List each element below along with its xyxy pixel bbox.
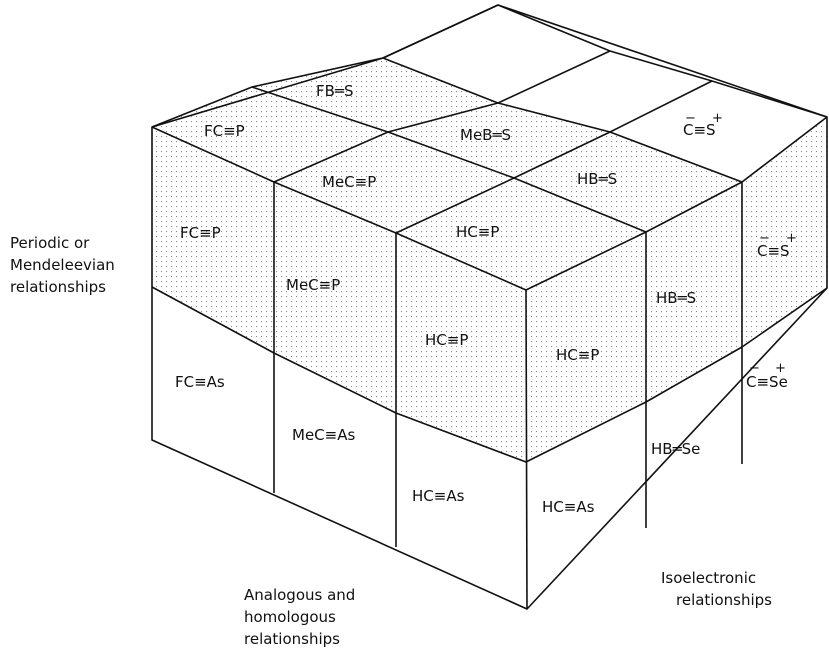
- top-cell-fc-p: FC≡P: [204, 122, 245, 140]
- right-upper-hb-s: HB═S: [656, 289, 696, 307]
- right-upper-c-s: C≡S: [757, 242, 790, 260]
- top-cell-c-s: C≡S: [683, 121, 716, 139]
- left-upper-fc-p: FC≡P: [180, 224, 221, 242]
- top-grid-line: [251, 86, 647, 233]
- charge-plus: +: [712, 111, 723, 126]
- layer-divider: [151, 286, 828, 463]
- charge-plus: +: [786, 231, 797, 246]
- top-face-labels: FB═S FC≡P MeB═S C≡S MeC≡P HB═S HC≡P − +: [204, 82, 723, 241]
- left-upper-hc-p: HC≡P: [425, 331, 468, 349]
- left-upper-mec-p: MeC≡P: [286, 276, 340, 294]
- periodic-relationships-label: Periodic or Mendeleevian relationships: [10, 234, 115, 296]
- analogous-line-3: relationships: [244, 630, 340, 648]
- cube-edges: [151, 4, 828, 610]
- analogous-line-2: homologous: [244, 608, 336, 626]
- charge-minus: −: [685, 111, 696, 126]
- top-grid-line: [382, 57, 743, 183]
- right-face-labels: HC≡P HB═S C≡S − + HC≡As HB═Se C≡Se − +: [542, 231, 797, 516]
- left-lower-fc-as: FC≡As: [175, 373, 225, 391]
- top-grid-line: [273, 50, 611, 183]
- periodic-line-2: Mendeleevian: [10, 256, 115, 274]
- isoelectronic-line-2: relationships: [676, 591, 772, 609]
- top-cell-fb-s: FB═S: [316, 82, 353, 100]
- top-cell-mec-p: MeC≡P: [322, 173, 376, 191]
- shaded-regions: [152, 58, 827, 462]
- top-cell-meb-s: MeB═S: [460, 126, 511, 144]
- left-lower-hc-as: HC≡As: [412, 487, 465, 505]
- top-cell-hc-p: HC≡P: [456, 223, 499, 241]
- right-lower-hc-as: HC≡As: [542, 498, 595, 516]
- periodic-line-3: relationships: [10, 278, 106, 296]
- right-face-upper-shading: [526, 117, 827, 462]
- right-lower-hb-se: HB═Se: [651, 440, 700, 458]
- isoelectronic-relationships-label: Isoelectronic relationships: [661, 569, 772, 609]
- charge-minus: −: [759, 231, 770, 246]
- left-face-labels: FC≡P MeC≡P HC≡P FC≡As MeC≡As HC≡As: [175, 224, 468, 505]
- left-face-upper-shading: [152, 127, 526, 462]
- cube-outline: [151, 4, 828, 610]
- left-lower-mec-as: MeC≡As: [292, 426, 355, 444]
- charge-minus: −: [749, 361, 760, 376]
- analogous-line-1: Analogous and: [244, 586, 355, 604]
- top-cell-hb-s: HB═S: [577, 170, 617, 188]
- right-upper-hc-p: HC≡P: [556, 346, 599, 364]
- charge-plus: +: [775, 361, 786, 376]
- right-lower-c-se: C≡Se: [746, 373, 788, 391]
- top-grid-line: [395, 80, 713, 234]
- periodic-line-1: Periodic or: [10, 234, 90, 252]
- top-face-shading: [152, 58, 742, 290]
- top-grid-line: [151, 4, 499, 128]
- analogous-relationships-label: Analogous and homologous relationships: [244, 586, 355, 648]
- vertical-divider: [525, 289, 528, 610]
- isoelectronic-line-1: Isoelectronic: [661, 569, 756, 587]
- top-grid-line: [497, 4, 828, 118]
